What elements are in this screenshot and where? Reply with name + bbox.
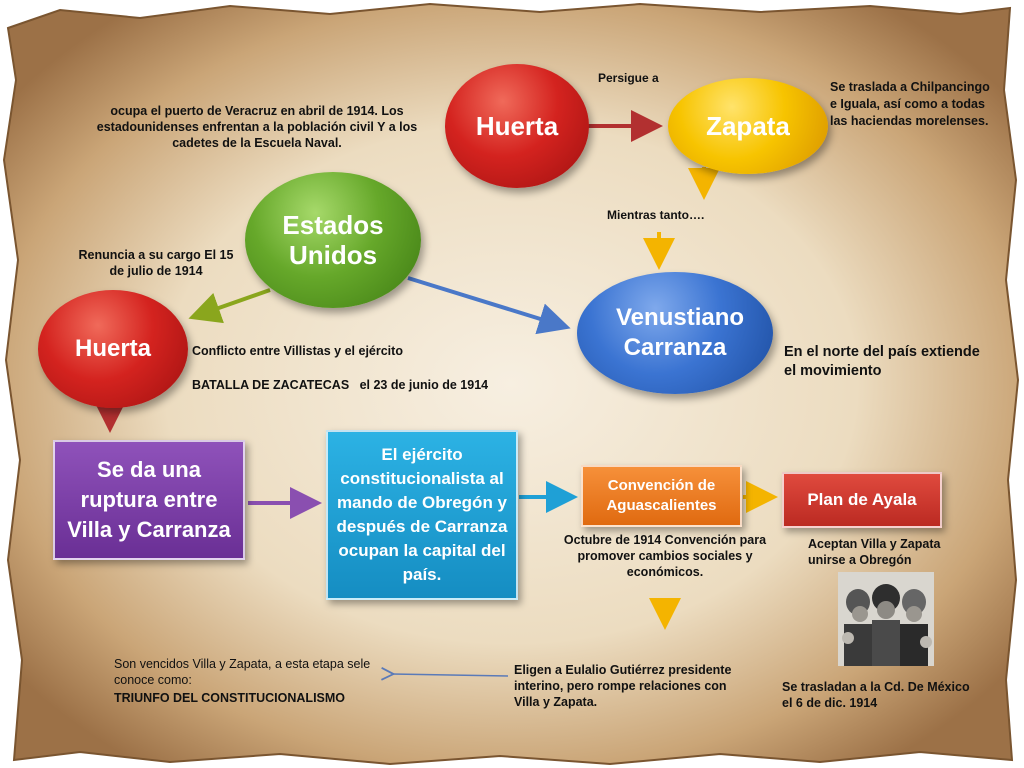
arrow-eu-carranza [407, 276, 571, 335]
label-vencidos: Son vencidos Villa y Zapata, a esta etap… [114, 657, 371, 687]
node-ejercito-label: El ejército constitucionalista al mando … [336, 445, 508, 584]
node-convencion-label: Convención de Aguascalientes [606, 477, 717, 514]
node-plan-ayala: Plan de Ayala [782, 472, 942, 528]
node-estados-unidos-label: Estados Unidos [282, 210, 384, 270]
node-zapata: Zapata [668, 78, 828, 174]
label-conflicto: Conflicto entre Villistas y el ejército [192, 344, 403, 358]
label-aceptan: Aceptan Villa y Zapata unirse a Obregón [808, 537, 941, 567]
label-mientras: Mientras tanto…. [607, 208, 705, 222]
label-triunfo: TRIUNFO DEL CONSTITUCIONALISMO [114, 691, 346, 705]
node-estados-unidos: Estados Unidos [245, 172, 421, 308]
label-renuncia: Renuncia a su cargo El 15 de julio de 19… [78, 248, 234, 278]
node-ruptura-label: Se da una ruptura entre Villa y Carranza [67, 457, 231, 542]
label-veracruz: ocupa el puerto de Veracruz en abril de … [96, 104, 418, 150]
label-chilpancingo: Se traslada a Chilpancingo e Iguala, así… [830, 80, 990, 128]
node-carranza-label: Venustiano Carranza [616, 304, 745, 361]
node-huerta-left-label: Huerta [74, 335, 152, 362]
label-persigue: Persigue a [598, 71, 659, 85]
label-octubre: Octubre de 1914 Convención para promover… [563, 533, 767, 579]
node-convencion: Convención de Aguascalientes [581, 465, 742, 527]
node-plan-ayala-label: Plan de Ayala [807, 490, 917, 509]
arrow-eu-huerta [188, 288, 271, 324]
node-zapata-label: Zapata [706, 110, 790, 141]
node-huerta-top-label: Huerta [475, 110, 559, 141]
label-eligen: Eligen a Eulalio Gutiérrez presidente in… [514, 663, 732, 709]
label-norte: En el norte del país extiende el movimie… [784, 344, 980, 379]
arrow-eligen-vencidos [392, 674, 509, 676]
node-huerta-top: Huerta [445, 64, 589, 188]
historical-photo [838, 572, 934, 666]
node-ruptura: Se da una ruptura entre Villa y Carranza [53, 440, 245, 560]
node-ejercito: El ejército constitucionalista al mando … [326, 430, 518, 600]
label-zacatecas: BATALLA DE ZACATECAS el 23 de junio de 1… [192, 378, 489, 392]
node-carranza: Venustiano Carranza [577, 272, 773, 394]
node-huerta-left: Huerta [38, 290, 188, 408]
label-trasladan: Se trasladan a la Cd. De México el 6 de … [782, 680, 970, 710]
